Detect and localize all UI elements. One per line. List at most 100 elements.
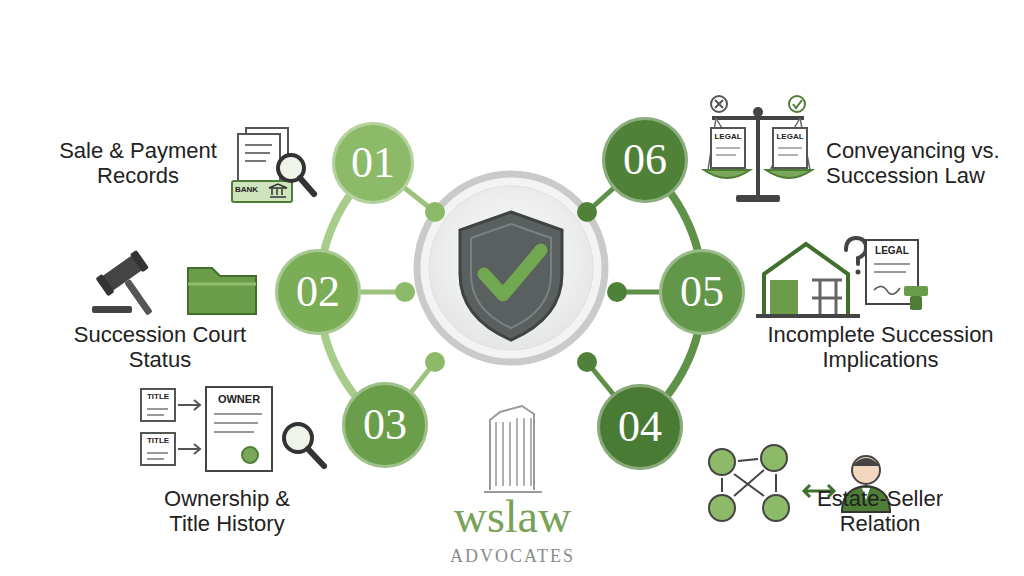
document-text: TITLE	[142, 436, 174, 445]
title-icon	[141, 389, 175, 421]
title-icon	[141, 387, 324, 471]
scales-icon	[736, 195, 780, 202]
callout-number: 02	[296, 270, 340, 314]
title-icon	[214, 431, 254, 433]
court-icon	[95, 274, 114, 297]
scales-icon	[793, 100, 802, 108]
records-icon	[269, 184, 287, 197]
logo-building	[530, 418, 532, 486]
center-circle	[429, 186, 593, 350]
card-text: BANK	[235, 185, 267, 194]
house-icon	[856, 270, 861, 275]
document-text: LEGAL	[774, 132, 806, 141]
spoke-dots	[425, 352, 445, 372]
house-icon	[904, 286, 928, 296]
callout-number: 03	[363, 403, 407, 447]
title-icon	[141, 433, 175, 465]
scales-icon	[778, 154, 798, 156]
document-text: LEGAL	[868, 245, 916, 257]
logo-building	[495, 422, 497, 486]
logo-building	[516, 418, 518, 486]
callout-number: 05	[680, 270, 724, 314]
house-icon	[910, 296, 922, 310]
people-icon	[852, 456, 880, 484]
item-label: Estate-Seller Relation	[800, 486, 960, 537]
title-icon	[308, 449, 324, 466]
scales-icon	[756, 110, 760, 196]
item-label: Succession Court Status	[60, 322, 260, 373]
item-label: Ownership & Title History	[147, 486, 307, 537]
title-icon	[206, 387, 272, 471]
logo-building	[502, 422, 504, 486]
records-icon	[245, 160, 266, 162]
title-icon	[214, 422, 258, 424]
number-circle: 05	[659, 249, 745, 335]
scales-icon	[716, 147, 740, 149]
court-icon	[188, 268, 256, 314]
people-icon	[709, 449, 735, 475]
item-label: Incomplete Succession Implications	[748, 322, 1013, 373]
spoke-dots	[607, 282, 627, 302]
title-icon	[147, 452, 168, 454]
title-icon	[214, 413, 262, 415]
court-icon	[188, 283, 256, 286]
people-icon	[763, 495, 789, 521]
people-icon	[775, 474, 777, 492]
house-icon	[756, 238, 928, 316]
callout-number: 01	[351, 141, 395, 185]
people-icon	[852, 458, 880, 466]
court-icon	[92, 250, 256, 328]
title-icon	[147, 458, 164, 460]
scales-icon	[715, 100, 723, 108]
scales-icon	[789, 96, 805, 112]
logo-building	[484, 406, 542, 492]
scales-icon	[711, 128, 745, 168]
logo-building	[496, 418, 531, 486]
records-icon	[245, 152, 270, 154]
house-icon	[846, 238, 866, 264]
title-icon	[178, 400, 200, 410]
house-icon	[756, 314, 860, 318]
scales-icon	[766, 170, 812, 178]
house-icon	[874, 286, 900, 294]
item-label: Conveyancing vs. Succession Law	[826, 138, 1016, 189]
people-icon	[722, 459, 776, 496]
spoke-dots	[425, 202, 445, 222]
people-icon	[734, 470, 764, 496]
shield-icon	[460, 212, 562, 340]
scales-icon	[711, 96, 727, 112]
house-icon	[874, 263, 910, 265]
center-circle	[417, 174, 605, 362]
ring-connector	[325, 336, 354, 394]
house-icon	[770, 280, 798, 316]
spoke-dots	[395, 202, 627, 372]
callout-number: 04	[618, 405, 662, 449]
records-icon	[300, 178, 314, 194]
shield-icon	[484, 250, 541, 295]
title-icon	[147, 414, 164, 416]
number-circle: 02	[275, 249, 361, 335]
number-circle: 01	[332, 122, 414, 204]
spoke-dots	[577, 202, 597, 222]
court-icon	[130, 250, 149, 273]
records-icon	[232, 181, 292, 202]
ring-connector	[669, 335, 697, 393]
center-circle	[417, 174, 605, 362]
scales-icon	[773, 128, 807, 168]
records-icon	[245, 144, 272, 146]
number-circle: 06	[602, 117, 688, 203]
title-icon	[242, 447, 258, 463]
shield-icon	[471, 224, 551, 328]
scales-icon	[778, 147, 802, 149]
ring-connector	[325, 197, 349, 250]
logo-wordmark: wslaw	[430, 494, 595, 540]
document-text: LEGAL	[712, 132, 744, 141]
people-icon	[738, 459, 758, 461]
court-icon	[95, 250, 170, 328]
people-icon	[721, 478, 723, 492]
logo-building	[509, 422, 511, 486]
people-icon	[709, 495, 735, 521]
house-icon	[874, 271, 906, 273]
logo-building	[523, 418, 525, 486]
